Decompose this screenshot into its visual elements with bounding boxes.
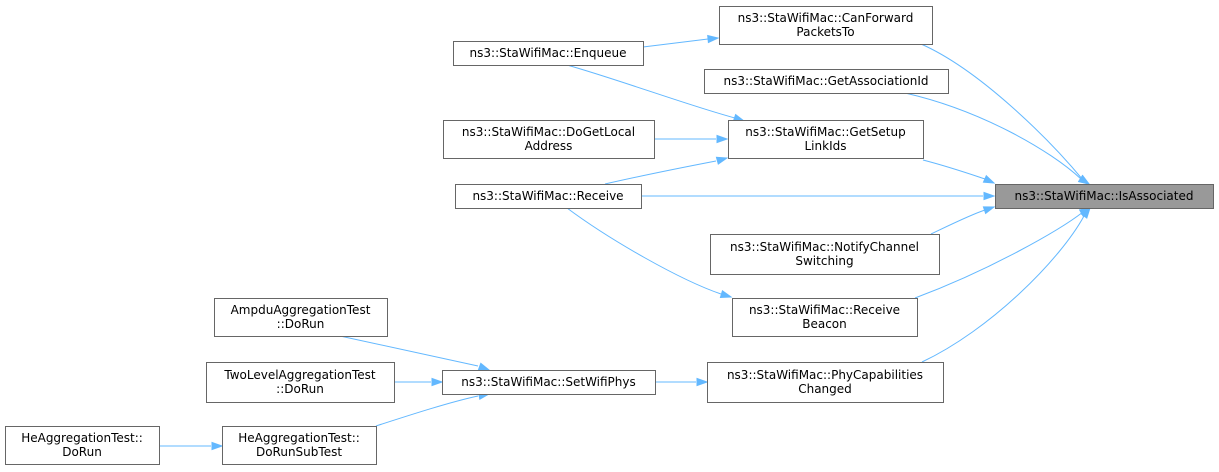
node-label: ns3::StaWifiMac::CanForward (738, 11, 914, 25)
edge-receive_beacon-to-is_associated (914, 207, 1092, 299)
edge-receive-to-is_associated (641, 191, 996, 201)
node-label: ::DoRun (276, 382, 324, 396)
edge-do_get_local_address-to-get_setup_link_ids (654, 134, 729, 144)
node-label: ns3::StaWifiMac::GetSetup (745, 125, 905, 139)
node-label: ns3::StaWifiMac::Enqueue (470, 46, 627, 60)
arrow-head-icon (983, 191, 996, 201)
edge-he_do_run-to-he_do_run_sub (159, 441, 224, 451)
edge-set_wifi_phys-to-phy_caps_changed (655, 377, 709, 387)
node-box[interactable] (455, 184, 642, 209)
arrow-head-icon (982, 206, 996, 215)
node-he-do-run[interactable]: HeAggregationTest::DoRun (5, 426, 160, 465)
edge-line (642, 38, 709, 48)
node-label: DoRun (62, 445, 102, 459)
edge-two_level_do_run-to-set_wifi_phys (394, 377, 444, 387)
arrow-head-icon (982, 174, 996, 184)
edge-get_setup_link_ids-to-is_associated (922, 159, 996, 184)
node-box[interactable] (214, 298, 388, 337)
node-is-associated[interactable]: ns3::StaWifiMac::IsAssociated (995, 184, 1214, 209)
node-label: ns3::StaWifiMac::DoGetLocal (462, 125, 635, 139)
arrow-head-icon (1080, 206, 1091, 219)
node-box[interactable] (222, 426, 377, 465)
node-label: ::DoRun (277, 317, 325, 331)
node-receive[interactable]: ns3::StaWifiMac::Receive (455, 184, 642, 209)
arrow-head-icon (715, 156, 729, 165)
edge-receive-to-receive_beacon (566, 207, 733, 299)
arrow-head-icon (477, 362, 491, 371)
node-box[interactable] (442, 370, 656, 395)
edge-line (914, 211, 1084, 299)
node-label: ns3::StaWifiMac::NotifyChannel (730, 240, 919, 254)
node-get-association-id[interactable]: ns3::StaWifiMac::GetAssociationId (704, 69, 949, 94)
arrow-head-icon (211, 441, 224, 451)
node-label: ns3::StaWifiMac::Receive (472, 189, 623, 203)
arrow-head-icon (707, 34, 720, 44)
node-two-level-do-run[interactable]: TwoLevelAggregationTest::DoRun (206, 362, 395, 403)
node-label: ns3::StaWifiMac::Receive (749, 303, 900, 317)
node-label: HeAggregationTest:: (238, 431, 360, 445)
edge-get_association_id-to-is_associated (904, 92, 1091, 185)
edge-can_forward-to-is_associated (920, 43, 1091, 185)
edge-notify_channel_switching-to-is_associated (930, 206, 996, 235)
node-label: TwoLevelAggregationTest (223, 368, 376, 382)
node-box[interactable] (453, 41, 644, 66)
node-set-wifi-phys[interactable]: ns3::StaWifiMac::SetWifiPhys (442, 370, 656, 395)
node-label: ns3::StaWifiMac::SetWifiPhys (461, 375, 636, 389)
node-box[interactable] (704, 69, 949, 94)
node-box[interactable] (206, 362, 395, 403)
node-label: LinkIds (805, 139, 847, 153)
node-label: Address (525, 139, 573, 153)
edge-phy_caps_changed-to-is_associated (921, 206, 1091, 363)
node-label: Changed (798, 382, 852, 396)
node-ampdu-do-run[interactable]: AmpduAggregationTest::DoRun (214, 298, 388, 337)
node-box[interactable] (995, 184, 1214, 209)
edge-ampdu_do_run-to-set_wifi_phys (339, 335, 491, 371)
edge-line (920, 43, 1084, 181)
edge-enqueue-to-can_forward (642, 34, 720, 48)
edge-line (930, 209, 986, 235)
edge-line (604, 160, 717, 185)
node-box[interactable] (732, 298, 918, 337)
node-box[interactable] (5, 426, 160, 465)
node-box[interactable] (707, 362, 944, 403)
edge-receive-to-get_setup_link_ids (604, 156, 729, 185)
arrow-head-icon (696, 377, 709, 387)
arrow-head-icon (431, 377, 444, 387)
node-label: HeAggregationTest:: (21, 431, 143, 445)
node-box[interactable] (710, 234, 940, 275)
nodes-layer: ns3::StaWifiMac::IsAssociatedns3::StaWif… (5, 6, 1214, 465)
arrow-head-icon (1077, 174, 1091, 185)
node-box[interactable] (719, 6, 933, 45)
edge-line (904, 92, 1082, 180)
node-enqueue[interactable]: ns3::StaWifiMac::Enqueue (453, 41, 644, 66)
node-label: PacketsTo (796, 25, 854, 39)
node-label: ns3::StaWifiMac::IsAssociated (1015, 189, 1194, 203)
edges-layer (159, 34, 1092, 451)
node-label: Switching (795, 254, 853, 268)
node-label: ns3::StaWifiMac::PhyCapabilities (727, 368, 923, 382)
arrow-head-icon (716, 134, 729, 144)
edge-line (375, 395, 479, 427)
edge-line (339, 335, 479, 367)
node-label: Beacon (802, 317, 847, 331)
node-label: DoRunSubTest (256, 445, 342, 459)
node-box[interactable] (443, 120, 655, 159)
node-box[interactable] (728, 120, 924, 159)
edge-line (922, 159, 986, 180)
node-label: AmpduAggregationTest (231, 303, 371, 317)
node-he-do-run-sub[interactable]: HeAggregationTest::DoRunSubTest (222, 426, 377, 465)
edge-line (921, 215, 1085, 363)
node-label: ns3::StaWifiMac::GetAssociationId (723, 74, 928, 88)
arrow-head-icon (719, 289, 733, 299)
edge-line (566, 64, 736, 119)
edge-line (566, 207, 722, 295)
